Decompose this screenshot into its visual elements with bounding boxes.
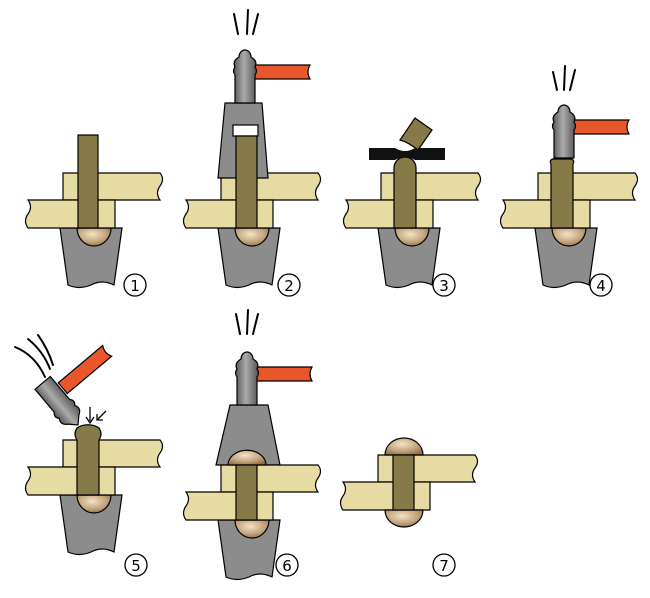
step-number-7: 7: [432, 553, 456, 577]
step-7: [339, 437, 479, 528]
hammer-icon: [234, 351, 313, 406]
cutter-bar: [369, 148, 445, 160]
hammer-icon: [34, 344, 113, 426]
dolly: [534, 227, 598, 289]
formed-head: [384, 437, 424, 456]
step-3: [342, 117, 482, 289]
step-label: 3: [439, 277, 449, 295]
strike-lines: [235, 309, 259, 335]
step-label: 6: [282, 557, 292, 575]
tool-hole: [232, 124, 259, 137]
step-label: 1: [130, 277, 140, 295]
rivet-shank: [74, 424, 102, 496]
step-number-3: 3: [432, 273, 456, 297]
step-label: 2: [284, 277, 294, 295]
rivet-shank: [235, 135, 258, 229]
step-label: 7: [439, 557, 449, 575]
rivet-shank: [549, 158, 575, 229]
dolly: [59, 494, 123, 556]
step-number-5: 5: [124, 553, 148, 577]
rivet-end-cut: [399, 117, 433, 151]
dolly: [217, 227, 281, 289]
step-4: [499, 65, 639, 289]
step-number-4: 4: [589, 273, 613, 297]
step-2: [182, 9, 322, 289]
strike-lines: [14, 334, 54, 378]
strike-lines: [233, 9, 259, 35]
step-label: 5: [131, 557, 141, 575]
step-6: [182, 309, 322, 581]
rivet-shank: [77, 134, 99, 229]
formed-head: [227, 449, 267, 466]
dolly: [59, 227, 123, 289]
step-label: 4: [596, 277, 606, 295]
strike-lines: [552, 65, 576, 91]
dolly: [377, 227, 441, 289]
rivet-shank: [393, 156, 417, 229]
step-number-2: 2: [277, 273, 301, 297]
hammer-icon: [232, 49, 311, 104]
factory-head: [384, 509, 424, 528]
step-1: [24, 134, 164, 289]
rivet-shank: [235, 464, 258, 521]
step-number-6: 6: [275, 553, 299, 577]
step-5: [14, 334, 164, 556]
step-number-1: 1: [123, 273, 147, 297]
deformation-arrows: [85, 407, 107, 425]
dolly: [217, 519, 281, 581]
hammer-icon: [551, 104, 630, 159]
rivet-shank: [392, 454, 415, 511]
